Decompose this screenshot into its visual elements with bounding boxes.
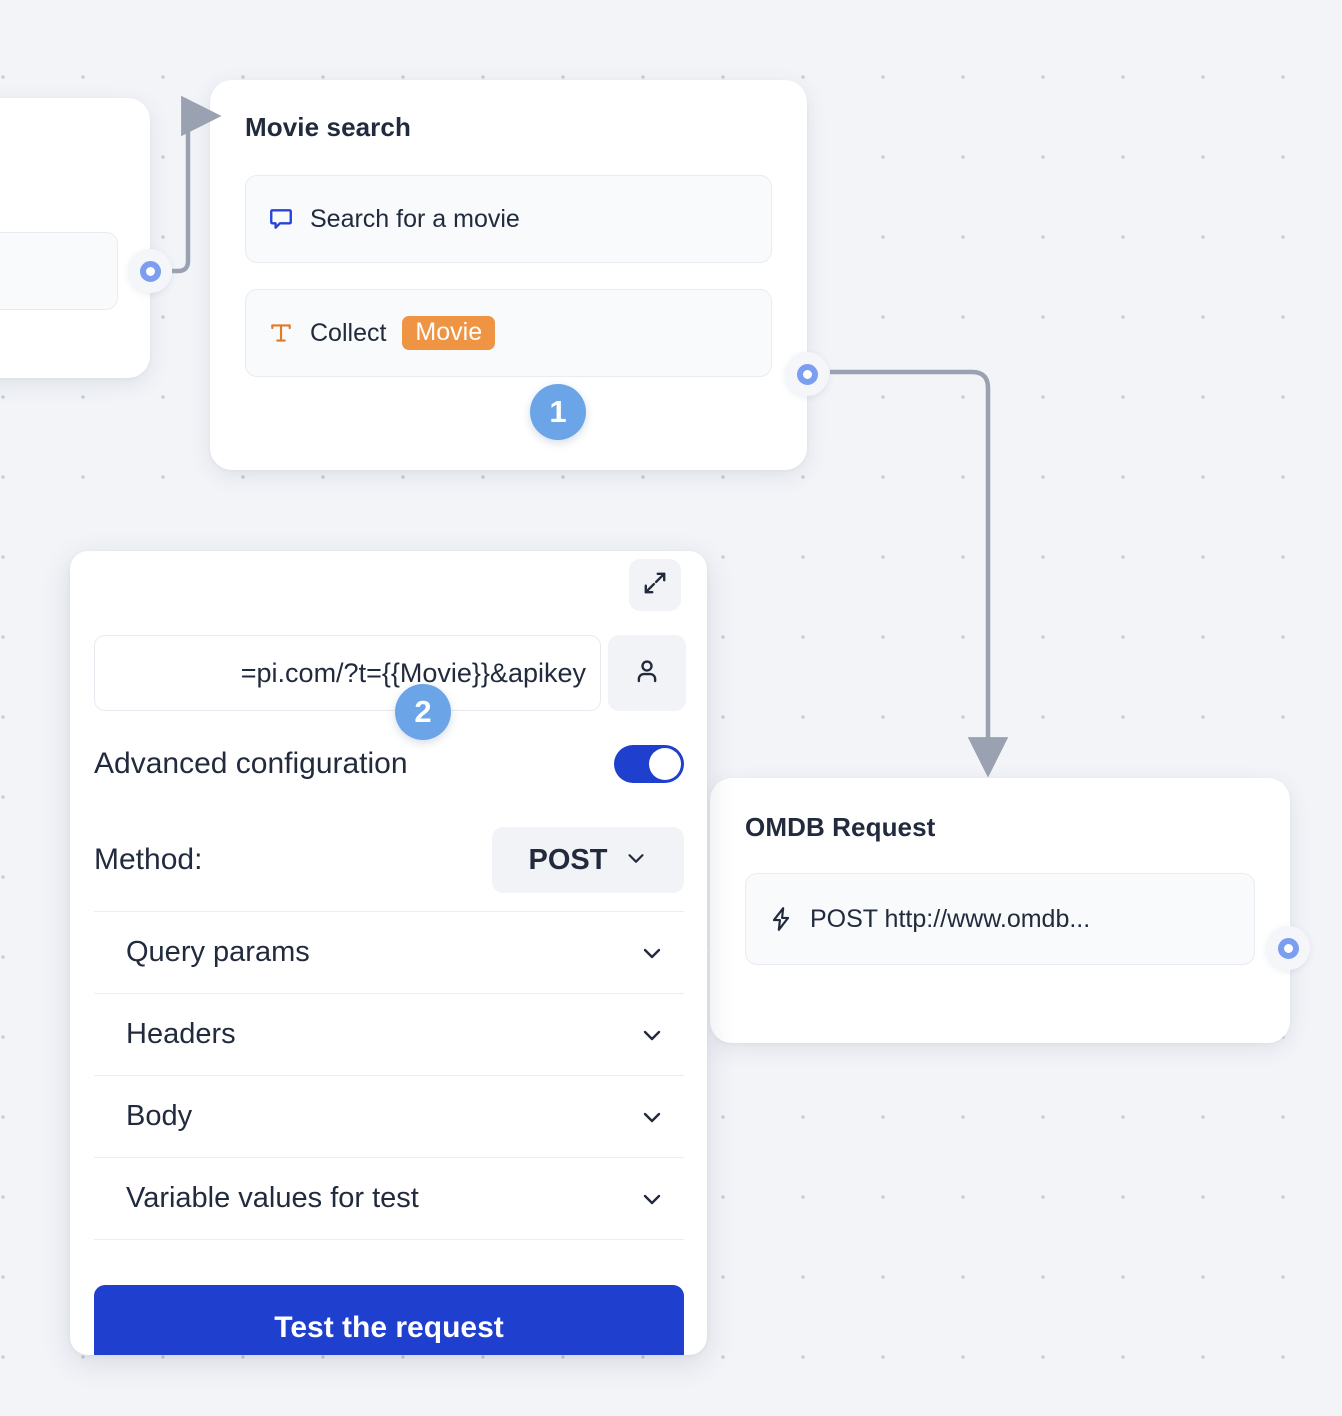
accordion-label-body: Body bbox=[126, 1100, 193, 1132]
node-row-search-for-a-movie[interactable]: Search for a movie bbox=[245, 175, 772, 263]
previous-node-card[interactable] bbox=[0, 98, 150, 378]
node-omdb-request[interactable]: OMDB Request POST http://www.omdb... bbox=[697, 778, 1290, 1043]
connection-handle-previous[interactable] bbox=[128, 249, 172, 293]
accordion-label-query-params: Query params bbox=[126, 936, 310, 968]
chevron-down-icon bbox=[640, 1105, 684, 1129]
url-row[interactable] bbox=[94, 635, 686, 711]
message-bubble-icon bbox=[268, 206, 294, 232]
node-row-collect-label: Collect bbox=[310, 318, 387, 347]
connection-handle-movie-search-output[interactable] bbox=[785, 352, 829, 396]
advanced-configuration-row[interactable]: Advanced configuration bbox=[94, 745, 684, 783]
lightning-bolt-icon bbox=[768, 906, 794, 932]
node-movie-search-title: Movie search bbox=[245, 112, 411, 142]
node-row-collect-movie[interactable]: Collect Movie bbox=[245, 289, 772, 377]
accordion-item-headers[interactable]: Headers bbox=[94, 994, 684, 1076]
request-config-panel[interactable]: Advanced configuration Method: POST Quer… bbox=[70, 551, 707, 1355]
accordion-label-variable-values-for-test: Variable values for test bbox=[126, 1182, 419, 1214]
method-select-value: POST bbox=[528, 843, 608, 876]
node-row-search-label: Search for a movie bbox=[310, 204, 520, 233]
node-omdb-request-title: OMDB Request bbox=[745, 812, 936, 842]
chevron-down-icon bbox=[640, 1187, 684, 1211]
edge-prev-to-movie bbox=[172, 95, 222, 274]
credentials-button[interactable] bbox=[608, 635, 686, 711]
variable-pill-movie[interactable]: Movie bbox=[402, 315, 496, 351]
advanced-configuration-toggle[interactable] bbox=[614, 745, 684, 783]
text-t-icon bbox=[268, 320, 294, 346]
connection-handle-omdb-output[interactable] bbox=[1266, 926, 1310, 970]
person-icon bbox=[632, 656, 662, 691]
accordion-label-headers: Headers bbox=[126, 1018, 236, 1050]
method-select[interactable]: POST bbox=[492, 827, 684, 893]
previous-node-row[interactable] bbox=[0, 232, 118, 310]
expand-diagonal-icon bbox=[642, 570, 668, 601]
chevron-down-icon bbox=[640, 941, 684, 965]
accordion-item-query-params[interactable]: Query params bbox=[94, 911, 684, 994]
advanced-configuration-label: Advanced configuration bbox=[94, 747, 408, 780]
test-the-request-button[interactable]: Test the request bbox=[94, 1285, 684, 1355]
accordion-item-variable-values-for-test[interactable]: Variable values for test bbox=[94, 1158, 684, 1240]
method-label: Method: bbox=[94, 843, 203, 876]
method-row: Method: POST bbox=[94, 827, 684, 893]
edge-movie-to-omdb bbox=[830, 369, 1009, 778]
node-row-post-label: POST http://www.omdb... bbox=[810, 904, 1091, 933]
node-movie-search[interactable]: Movie search Search for a movie Collect bbox=[210, 80, 807, 470]
step-badge-2: 2 bbox=[395, 684, 451, 740]
request-sections-accordion: Query params Headers Body bbox=[94, 911, 684, 1240]
chevron-down-icon bbox=[625, 844, 647, 877]
accordion-item-body[interactable]: Body bbox=[94, 1076, 684, 1158]
expand-panel-button[interactable] bbox=[629, 559, 681, 611]
step-badge-1: 1 bbox=[530, 384, 586, 440]
request-url-input[interactable] bbox=[94, 635, 601, 711]
chevron-down-icon bbox=[640, 1023, 684, 1047]
node-row-post-omdb[interactable]: POST http://www.omdb... bbox=[745, 873, 1255, 965]
